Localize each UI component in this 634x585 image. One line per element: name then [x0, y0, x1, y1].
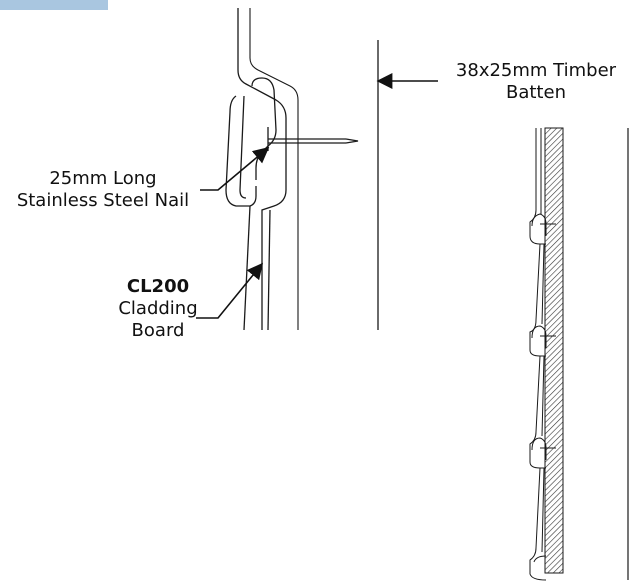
board-label-line2: Cladding	[118, 298, 198, 319]
board-label-line3: Board	[131, 320, 185, 341]
overview-elevation	[529, 127, 629, 581]
nail-label-line2: Stainless Steel Nail	[16, 190, 190, 211]
batten-label-line1: 38x25mm Timber	[455, 60, 617, 81]
nail-label: 25mm Long Stainless Steel Nail	[0, 168, 206, 212]
leader-lines	[196, 73, 438, 319]
nail-label-line1: 25mm Long	[49, 168, 157, 189]
batten-label: 38x25mm Timber Batten	[438, 60, 634, 104]
nail	[267, 127, 359, 151]
accent-tab	[0, 0, 108, 10]
detail-profile	[225, 8, 379, 331]
board-label: CL200 Cladding Board	[112, 276, 204, 342]
board-label-name: CL200	[126, 276, 190, 297]
batten-label-line2: Batten	[506, 82, 566, 103]
